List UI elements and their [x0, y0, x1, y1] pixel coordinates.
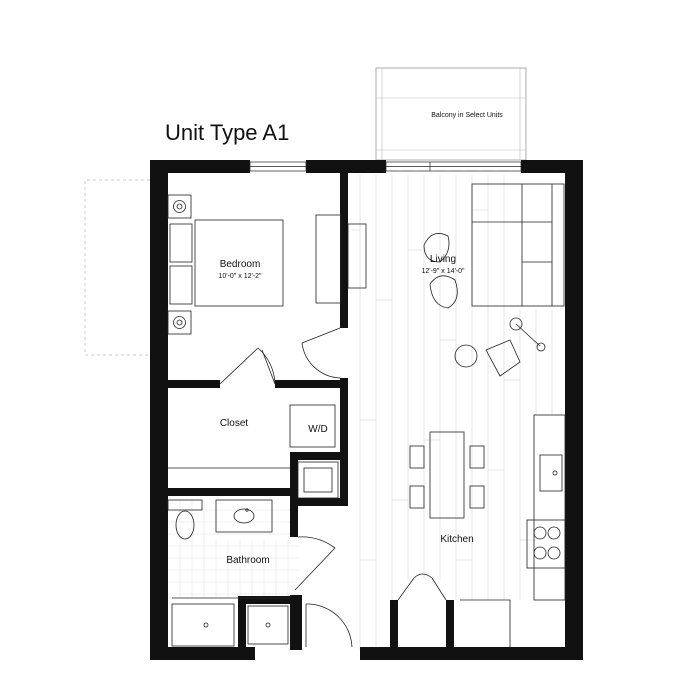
- living-dims: 12'-9" x 14'-0": [421, 268, 465, 275]
- bath-tile-pattern: [168, 500, 298, 598]
- adjacent-outline: [84, 179, 150, 356]
- wd-label: W/D: [308, 424, 327, 435]
- bedroom-furniture: [167, 194, 367, 335]
- bathroom-label: Bathroom: [226, 555, 269, 566]
- interior-walls: [165, 170, 454, 651]
- living-furniture: [423, 183, 565, 377]
- balcony-label: Balcony in Select Units: [431, 112, 503, 119]
- exterior-walls: [150, 160, 583, 660]
- windows: [249, 161, 522, 172]
- bedroom-dims: 10'-0" x 12'-2": [218, 273, 262, 280]
- closet-furniture: [168, 404, 339, 499]
- doors: [219, 327, 447, 648]
- kitchen-label: Kitchen: [440, 534, 473, 545]
- kitchen-counters: [460, 414, 566, 647]
- floor-pattern: [352, 175, 553, 650]
- living-label: Living: [430, 254, 456, 265]
- bath-fixtures: [167, 499, 290, 647]
- bedroom-label: Bedroom: [220, 259, 261, 270]
- closet-label: Closet: [220, 418, 249, 429]
- balcony: [375, 67, 527, 161]
- unit-title: Unit Type A1: [165, 120, 290, 145]
- dining-furniture: [409, 431, 485, 519]
